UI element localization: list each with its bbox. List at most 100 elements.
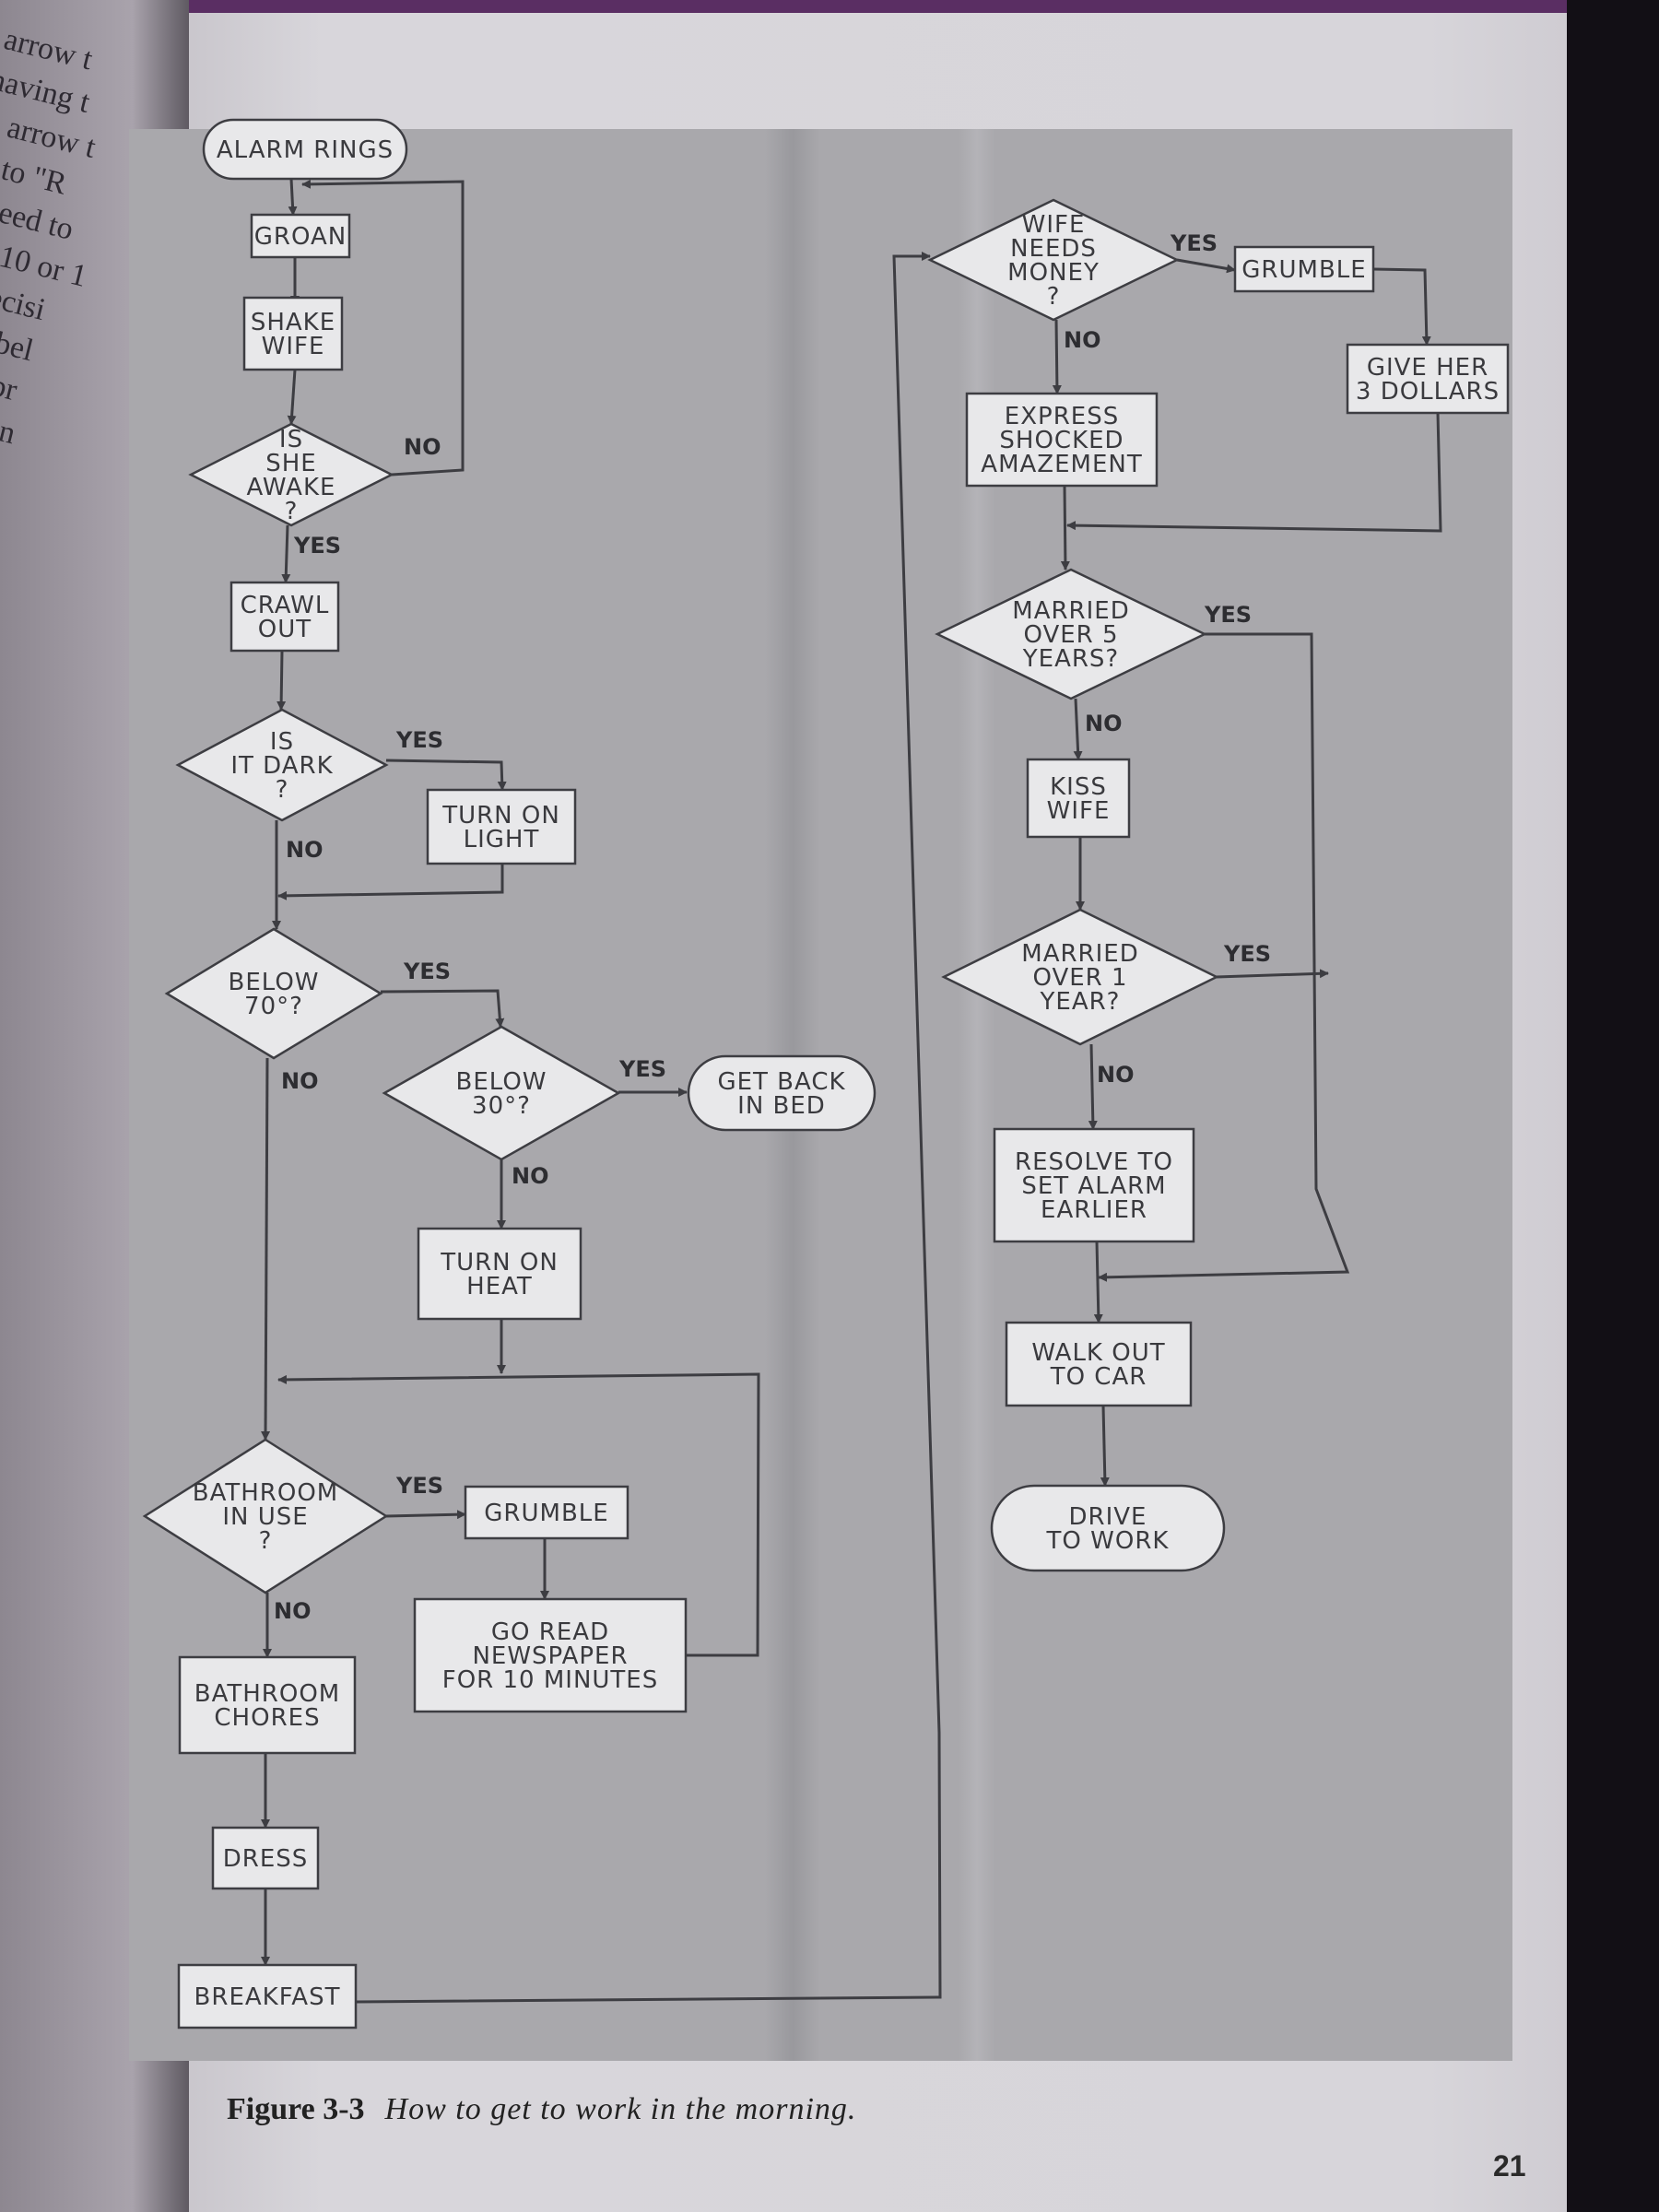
flow-node-chores-text: CHORES [214, 1704, 320, 1732]
flow-node-kiss-shape [1026, 758, 1131, 839]
connector-m1-no [1088, 1043, 1098, 1130]
branch-label-b70-no: NO [281, 1068, 319, 1094]
flow-node-shake-shape [242, 296, 344, 371]
connector-light [277, 864, 504, 900]
connector-shake [287, 369, 297, 425]
flow-node-awake-text: AWAKE [247, 474, 336, 501]
flow-node-amaze-shape [965, 392, 1159, 488]
figure-caption-text: How to get to work in the morning. [384, 2092, 857, 2126]
flow-node-bath-text: BATHROOM [193, 1479, 338, 1507]
flow-node-m5-text: MARRIED [1012, 597, 1129, 625]
flow-node-heat-text: HEAT [466, 1273, 533, 1300]
flow-node-light-shape [426, 788, 577, 865]
flow-node-groan: GROAN [250, 213, 351, 259]
flow-node-news-text: NEWSPAPER [472, 1642, 628, 1670]
connector-walk [1100, 1405, 1110, 1487]
connector-m1-yes [1216, 969, 1329, 979]
branch-label-dark-no: NO [286, 837, 324, 863]
branch-label-m5-yes: YES [1204, 602, 1252, 628]
flow-node-groan-shape [250, 213, 351, 259]
flow-node-walk-text: WALK OUT [1031, 1339, 1165, 1367]
branch-label-b70-yes: YES [403, 959, 451, 984]
flow-node-m5-text: OVER 5 [1023, 621, 1118, 649]
flow-node-drive-text: TO WORK [1046, 1527, 1170, 1555]
flow-node-alarm-text: ALARM RINGS [217, 136, 394, 164]
flow-node-dark-text: IT DARK [230, 752, 333, 780]
flow-node-drive-shape [990, 1484, 1226, 1572]
flow-node-grumble2: GRUMBLE [1233, 245, 1375, 293]
flow-node-kiss-text: KISS [1050, 773, 1107, 801]
connector-bath-yes [385, 1510, 466, 1520]
flow-node-chores-shape [178, 1655, 357, 1755]
connector-b70-yes [380, 989, 505, 1028]
flow-node-give-shape [1346, 343, 1510, 415]
cover-edge [184, 0, 1567, 13]
flow-node-b70-text: 70°? [244, 993, 303, 1020]
page-number: 21 [1493, 2149, 1526, 2183]
flow-node-awake-text: SHE [265, 450, 316, 477]
flow-node-shake-text: WIFE [262, 333, 325, 360]
branch-label-dark-yes: YES [395, 727, 443, 753]
flow-node-m5-text: YEARS? [1022, 645, 1119, 673]
flow-node-crawl-text: CRAWL [241, 592, 330, 619]
flow-node-shake-text: SHAKE [251, 309, 335, 336]
flow-node-b30-shape [382, 1025, 621, 1161]
flow-node-heat-text: TURN ON [440, 1249, 559, 1277]
connector-money-no [1052, 319, 1062, 394]
flow-node-give-text: 3 DOLLARS [1356, 378, 1500, 406]
flow-node-walk-text: TO CAR [1050, 1363, 1147, 1391]
branch-label-m5-no: NO [1085, 711, 1123, 736]
flow-node-m5-shape [935, 568, 1207, 700]
branch-label-money-no: NO [1064, 327, 1101, 353]
branch-label-bath-no: NO [274, 1598, 312, 1624]
branch-label-awake-no: NO [404, 434, 441, 460]
background-edge [1567, 0, 1659, 2212]
flow-node-awake-shape [188, 422, 394, 527]
flow-node-m1-shape [941, 908, 1219, 1046]
flow-node-resolve-shape [993, 1127, 1195, 1243]
flow-node-alarm-shape [202, 118, 408, 181]
connector-m5-no [1073, 698, 1083, 760]
flow-node-m1-text: MARRIED [1021, 940, 1138, 968]
flow-node-breakfast-shape [177, 1963, 358, 2030]
flow-node-dark-text: IS [270, 728, 294, 756]
flow-node-dress-text: DRESS [223, 1845, 309, 1873]
flow-node-heat-shape [417, 1227, 582, 1321]
flow-node-resolve-text: SET ALARM [1021, 1172, 1166, 1200]
flow-node-m1-text: YEAR? [1040, 988, 1121, 1016]
flow-node-awake-text: IS [279, 426, 303, 453]
branch-label-m1-no: NO [1097, 1062, 1135, 1088]
flow-node-resolve-text: EARLIER [1041, 1196, 1147, 1224]
connector-money-yes [1176, 258, 1236, 274]
flow-node-money-text: ? [1047, 283, 1061, 311]
flow-node-crawl-shape [229, 581, 340, 653]
flow-node-grumble1-shape [464, 1485, 629, 1540]
flow-node-grumble2-text: GRUMBLE [1241, 256, 1366, 284]
flow-node-bath-shape [142, 1438, 389, 1594]
connector-m5-yes [1098, 632, 1350, 1282]
branch-label-m1-yes: YES [1223, 941, 1271, 967]
flow-node-money-text: WIFE [1022, 211, 1086, 239]
flow-node-breakfast-text: BREAKFAST [194, 1983, 341, 2011]
flow-node-resolve-text: RESOLVE TO [1015, 1148, 1173, 1176]
flow-node-bath-text: ? [259, 1527, 273, 1555]
flow-node-bed-shape [687, 1054, 877, 1132]
flow-node-grumble2-shape [1233, 245, 1375, 293]
